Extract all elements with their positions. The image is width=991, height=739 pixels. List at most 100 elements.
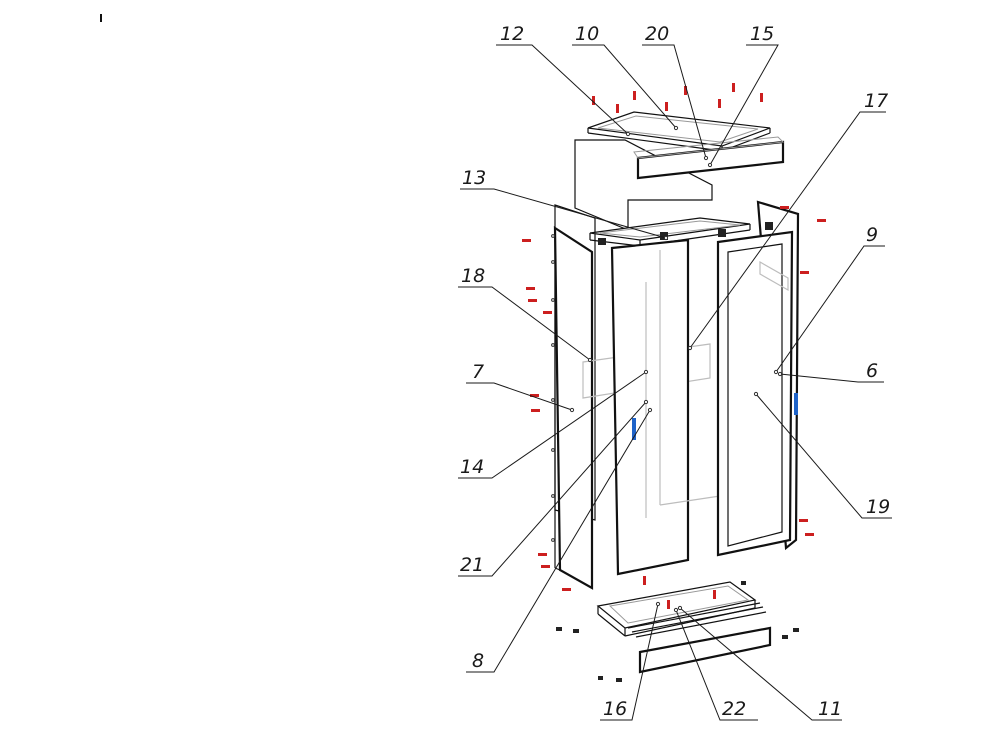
fastener <box>684 86 687 95</box>
fastener <box>713 590 716 599</box>
back-panel <box>574 139 713 231</box>
leader-line <box>755 393 892 519</box>
fastener <box>562 588 571 591</box>
fastener <box>667 600 670 609</box>
callout-20: 20 <box>642 23 709 161</box>
leader-line <box>460 188 667 239</box>
leader-line <box>689 111 886 349</box>
top-lid-edge-2 <box>587 132 723 152</box>
mirror-fitting <box>759 260 789 292</box>
bottom-shelf-inner <box>608 585 750 624</box>
fastener <box>633 91 636 100</box>
leader-dot <box>655 601 661 607</box>
hole <box>551 398 555 402</box>
leader-line <box>675 609 758 721</box>
corner-mark <box>100 14 102 22</box>
leader-dot <box>663 235 669 241</box>
callout-label: 19 <box>866 496 890 518</box>
hole <box>551 234 555 238</box>
top-cornice-lip <box>633 136 785 159</box>
leader-dot <box>625 131 631 137</box>
bottom-plinth <box>638 626 772 674</box>
leader-dot <box>773 369 779 375</box>
fastener <box>718 99 721 108</box>
fastener <box>817 219 826 222</box>
leader-line <box>779 373 884 383</box>
callout-12: 12 <box>496 23 631 137</box>
fastener <box>528 299 537 302</box>
leader-line <box>775 245 885 373</box>
fastener <box>665 102 668 111</box>
callout-19: 19 <box>753 391 892 519</box>
callout-label: 21 <box>460 554 484 576</box>
callout-label: 20 <box>645 23 669 45</box>
leader-dot <box>687 345 693 351</box>
leader-line <box>572 44 677 129</box>
callout-label: 22 <box>722 698 746 720</box>
callout-6: 6 <box>777 360 884 383</box>
left-door <box>610 238 690 576</box>
callout-15: 15 <box>707 23 779 168</box>
hardware-piece <box>556 627 562 631</box>
callout-label: 9 <box>866 224 878 246</box>
hinge <box>660 232 668 240</box>
leader-dot <box>647 407 653 413</box>
leader-line <box>458 286 591 361</box>
callout-label: 16 <box>603 698 627 720</box>
leader-line <box>458 371 647 479</box>
fastener <box>530 394 539 397</box>
callout-8: 8 <box>466 407 653 673</box>
small-hardware <box>556 581 799 682</box>
callout-14: 14 <box>458 369 649 479</box>
fastener <box>538 553 547 556</box>
top-cornice <box>636 140 785 180</box>
callout-11: 11 <box>677 605 842 721</box>
fastener <box>732 83 735 92</box>
top-lid-inner <box>597 115 759 143</box>
hardware-piece <box>598 676 603 680</box>
leader-line <box>466 409 651 673</box>
hole <box>551 448 555 452</box>
bottom-shelf-edge-2 <box>597 613 626 637</box>
hole <box>551 494 555 498</box>
fastener <box>543 311 552 314</box>
right-door-handle <box>794 393 798 415</box>
fastener <box>780 206 789 209</box>
callout-label: 12 <box>500 23 524 45</box>
leader-dot <box>677 605 683 611</box>
fastener <box>541 565 550 568</box>
callout-label: 8 <box>472 650 484 672</box>
left-side-panel <box>553 225 594 590</box>
callout-18: 18 <box>458 265 593 363</box>
fastener <box>531 409 540 412</box>
callout-label: 7 <box>472 361 484 383</box>
leader-line <box>600 603 659 721</box>
fastener <box>522 239 531 242</box>
callout-label: 18 <box>461 265 485 287</box>
leader-dot <box>643 399 649 405</box>
callout-label: 14 <box>460 456 484 478</box>
callout-label: 6 <box>866 360 878 382</box>
hole <box>551 538 555 542</box>
fastener <box>805 533 814 536</box>
leader-dot <box>777 371 783 377</box>
hardware-piece <box>741 581 746 585</box>
callout-7: 7 <box>466 361 575 413</box>
leader-line <box>466 382 573 411</box>
leader-dot <box>673 607 679 613</box>
leader-line <box>496 44 629 135</box>
leader-dot <box>753 391 759 397</box>
middle-shelf-inner <box>599 220 741 238</box>
callout-13: 13 <box>460 167 669 241</box>
callout-label: 13 <box>462 167 486 189</box>
fasteners <box>522 83 826 609</box>
hinge <box>718 229 726 237</box>
hardware-piece <box>793 628 799 632</box>
hardware-piece <box>616 678 622 682</box>
leader-dot <box>587 357 593 363</box>
hole <box>551 343 555 347</box>
leader-dot <box>643 369 649 375</box>
callout-17: 17 <box>687 90 888 351</box>
fastener <box>592 96 595 105</box>
